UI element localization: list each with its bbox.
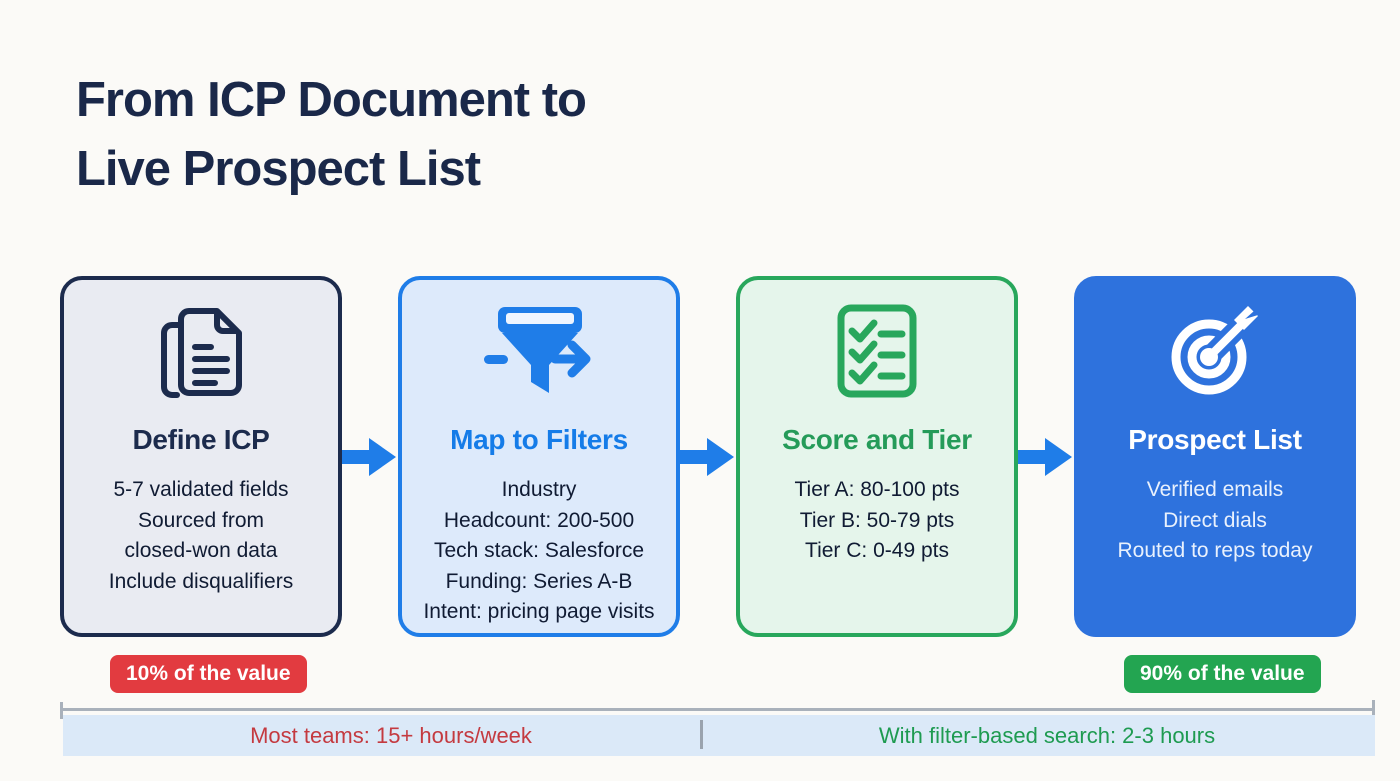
- page-title: From ICP Document to Live Prospect List: [76, 66, 587, 204]
- timeline-bracket-tick-left: [60, 702, 63, 719]
- card-body-line: Include disqualifiers: [108, 569, 294, 593]
- page-title-line2: Live Prospect List: [76, 142, 481, 196]
- right-arrow-icon: [1018, 437, 1072, 476]
- card-body-line: Direct dials: [1163, 508, 1267, 532]
- timeline-bracket: [60, 708, 1375, 711]
- card-body-line: Funding: Series A-B: [445, 569, 633, 593]
- card-body-line: 5-7 validated fields: [113, 478, 289, 501]
- page-title-line1: From ICP Document to: [76, 73, 587, 127]
- card-body-line: Headcount: 200-500: [443, 508, 635, 532]
- time-filter-based: With filter-based search: 2-3 hours: [878, 722, 1216, 748]
- card-body-line: Tier C: 0-49 pts: [805, 539, 949, 562]
- time-bar-divider: [700, 720, 703, 749]
- right-arrow-icon: [680, 437, 734, 476]
- card-body-line: Tier A: 80-100 pts: [794, 478, 960, 501]
- value-badge-10-percent: 10% of the value: [110, 655, 307, 693]
- flow-arrow-2: [680, 276, 736, 637]
- card-body-line: Intent: pricing page visits: [423, 600, 655, 623]
- checklist-icon: [754, 302, 1000, 400]
- card-body-line: Routed to reps today: [1117, 539, 1313, 562]
- card-title-define-icp: Define ICP: [132, 424, 270, 455]
- target-icon: [1092, 302, 1338, 400]
- card-body-line: Sourced from: [137, 508, 265, 532]
- card-body-line: Tier B: 50-79 pts: [799, 508, 955, 532]
- flow-arrow-1: [342, 276, 398, 637]
- document-icon: [78, 302, 324, 400]
- card-body-line: Verified emails: [1146, 478, 1284, 501]
- flow-arrow-3: [1018, 276, 1074, 637]
- card-body-line: Industry: [501, 478, 577, 501]
- timeline-bracket-tick-right: [1372, 700, 1375, 716]
- time-comparison-bar: Most teams: 15+ hours/week With filter-b…: [63, 715, 1375, 756]
- time-most-teams: Most teams: 15+ hours/week: [250, 722, 532, 748]
- card-body-line: closed-won data: [124, 539, 278, 562]
- card-body-line: Tech stack: Salesforce: [433, 539, 645, 562]
- value-badge-90-percent: 90% of the value: [1124, 655, 1321, 693]
- right-arrow-icon: [342, 437, 396, 476]
- funnel-icon: [416, 302, 662, 400]
- card-title-prospect-list: Prospect List: [1128, 424, 1302, 455]
- card-title-map-to-filters: Map to Filters: [450, 424, 628, 455]
- card-title-score-and-tier: Score and Tier: [782, 424, 972, 455]
